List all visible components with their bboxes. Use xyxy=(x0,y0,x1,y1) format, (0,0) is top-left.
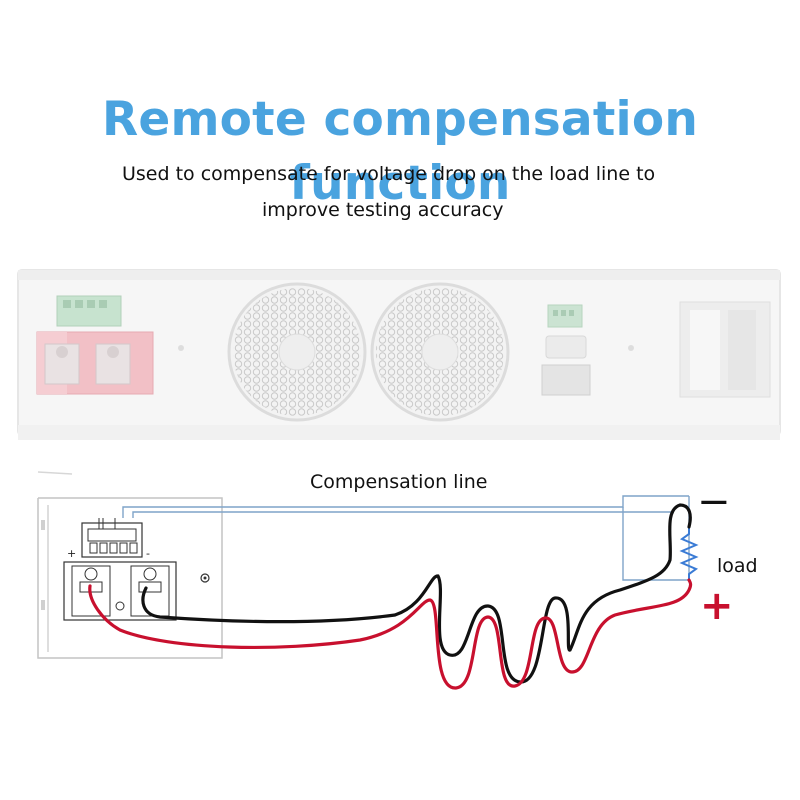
compensation-line-label: Compensation line xyxy=(310,471,488,493)
fan-icon xyxy=(227,282,367,422)
binding-post-icon xyxy=(36,331,154,395)
device-rear-panel xyxy=(17,269,781,440)
load-label: load xyxy=(717,555,758,577)
terminal-minus-label: - xyxy=(146,547,150,560)
load-minus-symbol: − xyxy=(697,479,731,525)
terminal-block-icon xyxy=(56,295,122,327)
fan-icon xyxy=(370,282,510,422)
terminal-plus-label: + xyxy=(67,547,76,560)
subtitle-line-2: improve testing accuracy xyxy=(262,199,504,221)
resistor-icon xyxy=(679,527,699,580)
page-title: Remote compensation function xyxy=(102,92,698,211)
load-plus-symbol: + xyxy=(700,583,734,629)
binding-post-icon xyxy=(63,561,177,621)
terminal-block-icon xyxy=(81,518,143,558)
subtitle-line-1: Used to compensate for voltage drop on t… xyxy=(122,163,656,185)
wiring-diagram: + - xyxy=(37,471,699,690)
